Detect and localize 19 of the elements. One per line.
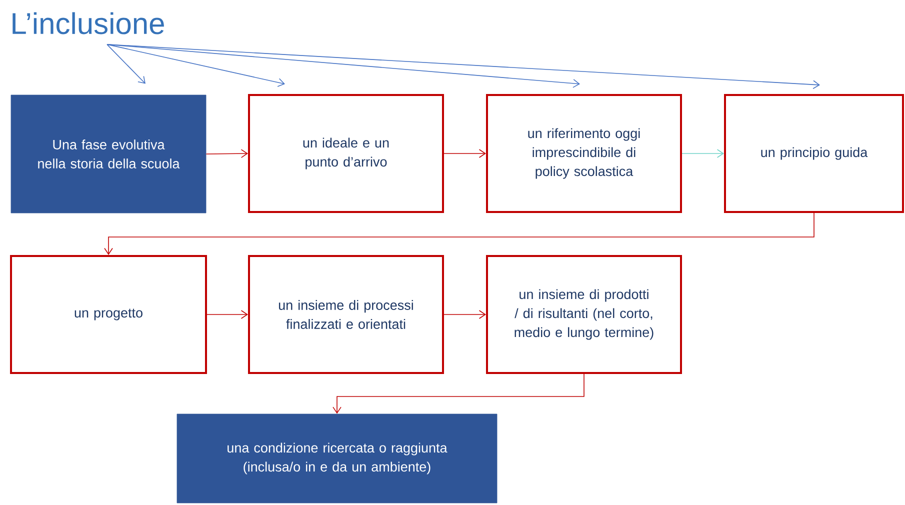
title-text: L’inclusione	[12, 12, 164, 34]
filled-box: Una fase evolutiva nella storia della scuola	[10, 94, 206, 214]
arrow	[206, 149, 248, 158]
process-box: un ideale e un punto d’arrivo	[248, 94, 444, 213]
arrow	[106, 44, 146, 84]
arrow	[444, 310, 486, 319]
filled-box: una condizione ricercata o raggiunta (inclusa/o in e da un ambiente)	[176, 414, 498, 504]
arrow	[444, 149, 486, 158]
arrow	[106, 44, 820, 89]
arrow	[332, 374, 584, 414]
process-box: un progetto	[10, 255, 207, 374]
arrow	[682, 149, 724, 158]
arrow	[104, 212, 814, 255]
arrow	[106, 44, 285, 87]
process-box: un principio guida	[724, 94, 904, 213]
arrow	[206, 310, 248, 319]
process-box: un insieme di prodotti / di risultanti (nel corto, medio e lungo termine)	[486, 255, 682, 374]
process-box: un insieme di processi finalizzati e orientati	[248, 255, 444, 374]
process-box: un riferimento oggi imprescindibile di policy scolastica	[486, 94, 682, 213]
